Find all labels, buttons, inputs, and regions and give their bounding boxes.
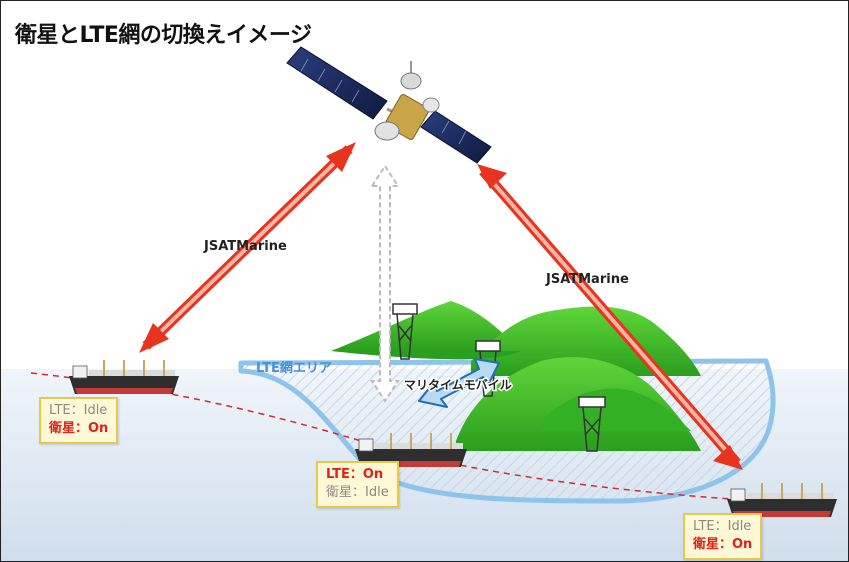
ship-status-box-2: LTE：On 衛星：Idle	[316, 461, 399, 508]
right-satellite-arrow	[477, 164, 743, 470]
maritime-mobile-arrow	[418, 358, 500, 408]
ship-2-lte-status: LTE：On	[326, 467, 384, 482]
ship-1	[69, 360, 179, 394]
ship-status-box-1: LTE：Idle 衛星：On	[39, 397, 119, 444]
label-maritime-mobile: マリタイムモバイル	[404, 378, 512, 392]
page-title: 衛星とLTE網の切換えイメージ	[15, 23, 312, 48]
ship-1-satellite-status: 衛星：On	[49, 421, 109, 436]
ship-3	[727, 483, 837, 517]
ship-status-box-3: LTE：Idle 衛星：On	[683, 513, 763, 560]
vertical-link-arrow	[370, 164, 400, 403]
ship-3-lte-status: LTE：Idle	[693, 519, 752, 534]
ship-3-satellite-status: 衛星：On	[693, 537, 753, 552]
label-lte-area: LTE網エリア	[256, 360, 332, 376]
lte-tower-1	[392, 303, 418, 360]
label-jsat-left: JSATMarine	[203, 239, 287, 254]
satellite	[286, 46, 492, 164]
lte-tower-3	[578, 396, 606, 452]
ship-1-lte-status: LTE：Idle	[49, 403, 108, 418]
ship-2-satellite-status: 衛星：Idle	[326, 485, 389, 500]
left-satellite-arrow	[139, 142, 356, 353]
label-jsat-right: JSATMarine	[545, 272, 629, 287]
